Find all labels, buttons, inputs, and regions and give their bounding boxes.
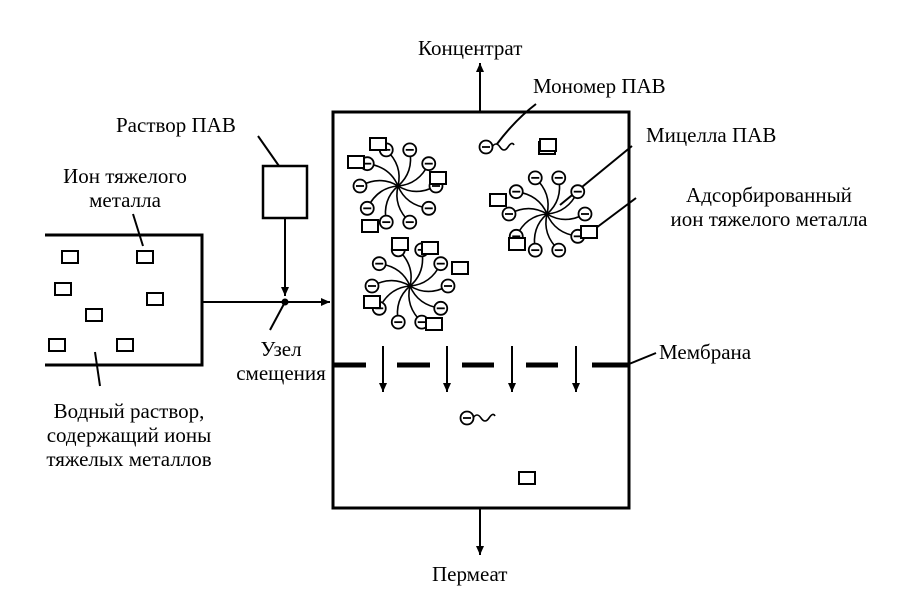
surfactant-head — [402, 214, 418, 230]
leader-mixing-node — [269, 301, 286, 331]
surfactant-head — [433, 256, 449, 272]
surfactant-head — [478, 139, 494, 155]
leader-feed — [94, 351, 101, 387]
surfactant-head — [421, 200, 437, 216]
adsorbed-heavy-metal-ion — [580, 225, 598, 239]
surfactant-head — [390, 314, 406, 330]
adsorbed-heavy-metal-ion — [425, 317, 443, 331]
permeate-label: Пермеат — [432, 562, 508, 586]
leader-monomer — [496, 103, 537, 145]
surfactant-head — [433, 300, 449, 316]
adsorbed-heavy-metal-ion — [421, 241, 439, 255]
free-species — [459, 138, 557, 485]
surfactant-head — [527, 170, 543, 186]
feed-tank — [45, 233, 204, 367]
leader-heavy-metal-ion — [132, 213, 144, 247]
adsorbed-heavy-metal-ion — [347, 155, 365, 169]
surfactant-head — [364, 278, 380, 294]
surfactant-head — [508, 184, 524, 200]
surfactant-head — [352, 178, 368, 194]
concentrate-label: Концентрат — [418, 36, 523, 60]
surfactant-head — [527, 242, 543, 258]
adsorbed-heavy-metal-ion — [391, 237, 409, 251]
surfactant-head — [551, 242, 567, 258]
adsorbed-ion-line2: ион тяжелого металла — [670, 207, 868, 231]
leader-surfactant-solution — [257, 135, 280, 167]
surfactant-head — [501, 206, 517, 222]
leader-adsorbed-ion — [595, 197, 637, 229]
adsorbed-ion-label: Адсорбированный ион тяжелого металла — [628, 183, 910, 231]
micelle-upper-left — [347, 137, 447, 233]
surfactant-solution-label: Раствор ПАВ — [116, 113, 236, 137]
adsorbed-heavy-metal-ion — [489, 193, 507, 207]
surfactant-head — [577, 206, 593, 222]
adsorbed-heavy-metal-ion — [429, 171, 447, 185]
feed-heavy-metal-ion — [116, 338, 134, 352]
adsorbed-heavy-metal-ion — [363, 295, 381, 309]
surfactant-head — [570, 184, 586, 200]
surfactant-head — [440, 278, 456, 294]
feed-heavy-metal-ion — [146, 292, 164, 306]
leader-membrane — [628, 352, 657, 365]
micelle-lower — [363, 237, 469, 331]
heavy-metal-ion-line1: Ион тяжелого — [63, 164, 187, 188]
feed-heavy-metal-ion — [61, 250, 79, 264]
feed-heavy-metal-ion — [48, 338, 66, 352]
surfactant-micelle-label: Мицелла ПАВ — [646, 123, 777, 147]
feed-heavy-metal-ion — [136, 250, 154, 264]
permeate-heavy-metal-ion — [518, 471, 536, 485]
surfactant-head — [459, 410, 475, 426]
adsorbed-heavy-metal-ion — [369, 137, 387, 151]
surfactant-head — [371, 256, 387, 272]
permeate-flow-arrows — [379, 346, 580, 392]
surfactant-head — [551, 170, 567, 186]
mixing-node-line1: Узел — [260, 337, 302, 361]
free-heavy-metal-ion — [539, 138, 557, 152]
heavy-metal-ion-line2: металла — [89, 188, 161, 212]
surfactant-head — [402, 142, 418, 158]
feed-heavy-metal-ion — [85, 308, 103, 322]
surfactant-head — [359, 200, 375, 216]
surfactant-micelles — [347, 137, 598, 331]
adsorbed-ion-line1: Адсорбированный — [686, 183, 852, 207]
membrane-label: Мембрана — [659, 340, 752, 364]
adsorbed-heavy-metal-ion — [451, 261, 469, 275]
heavy-metal-ion-label: Ион тяжелого металла — [20, 164, 230, 212]
free-surfactant-monomer — [478, 139, 515, 155]
mixing-node-dot — [281, 298, 289, 306]
mixing-node-line2: смещения — [236, 361, 326, 385]
feed-heavy-metal-ions — [48, 250, 164, 352]
surfactant-head — [378, 214, 394, 230]
adsorbed-heavy-metal-ion — [508, 237, 526, 251]
adsorbed-heavy-metal-ion — [361, 219, 379, 233]
leader-micelle — [559, 145, 633, 206]
feed-label: Водный раствор, содержащий ионы тяжелых … — [0, 399, 258, 471]
feed-line3: тяжелых металлов — [46, 447, 212, 471]
surfactant-tail — [491, 142, 515, 151]
surfactant-tank — [261, 164, 309, 220]
permeate-surfactant-monomer — [459, 410, 496, 426]
feed-heavy-metal-ion — [54, 282, 72, 296]
feed-line2: содержащий ионы — [46, 423, 212, 447]
surfactant-tail — [472, 413, 496, 422]
surfactant-head — [421, 156, 437, 172]
feed-line1: Водный раствор, — [53, 399, 205, 423]
surfactant-monomer-label: Мономер ПАВ — [533, 74, 666, 98]
micelle-right — [489, 141, 598, 258]
mixing-node-label: Узел смещения — [228, 337, 334, 385]
